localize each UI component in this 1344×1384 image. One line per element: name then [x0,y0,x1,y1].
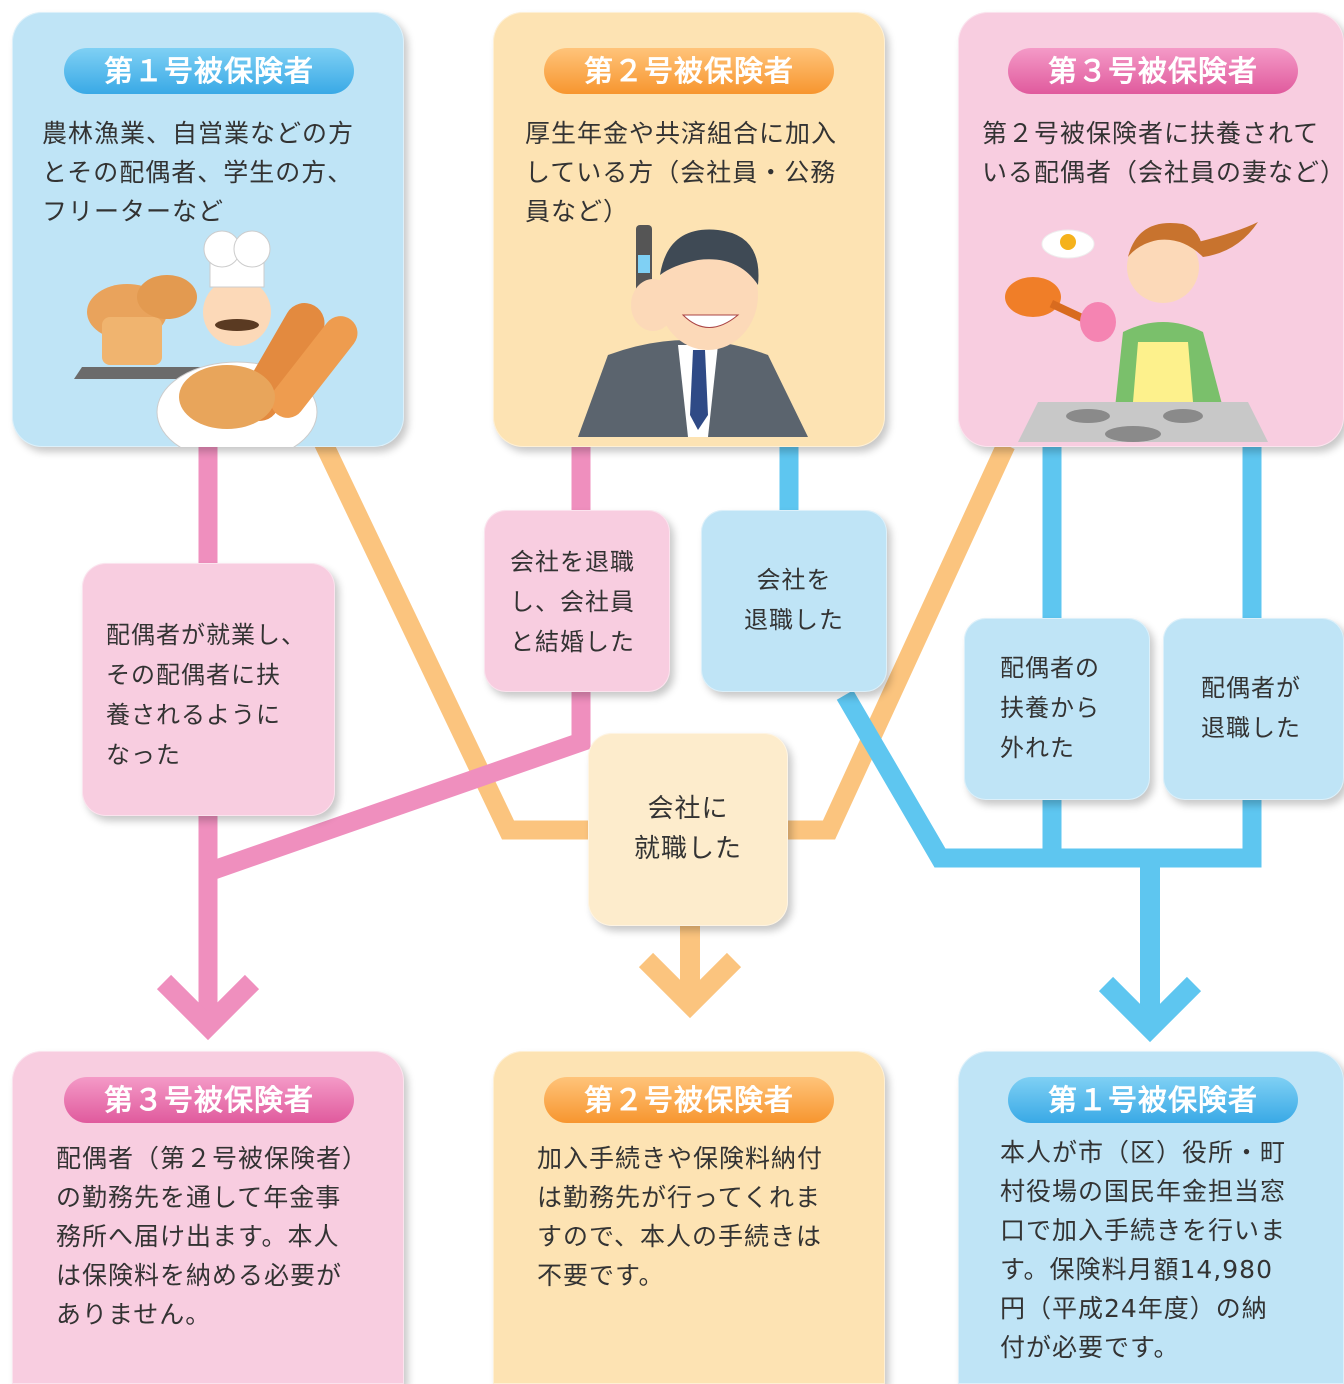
blue-arrowhead [1098,976,1202,1043]
top-card-second-insured: 第２号被保険者 厚生年金や共済組合に加入 している方（会社員・公務 員など） [493,12,885,447]
top-third-desc: 第２号被保険者に扶養されて いる配偶者（会社員の妻など） [982,119,1344,187]
top-second-desc: 厚生年金や共済組合に加入 している方（会社員・公務 員など） [525,119,838,226]
bottom-card-third-insured: 第３号被保険者 配偶者（第２号被保険者） の勤務先を通して年金事 務所へ届け出ま… [12,1051,404,1384]
top-card-third-insured: 第３号被保険者 第２号被保険者に扶養されて いる配偶者（会社員の妻など） [958,12,1344,447]
orange-arrowhead [638,952,742,1019]
blue-line-merge [1042,798,1262,868]
top-card-first-insured: 第１号被保険者 農林漁業、自営業などの方 とその配偶者、学生の方、 フリーターな… [12,12,404,447]
orange-line-3-to-2 [786,441,1015,840]
top-second-title: 第２号被保険者 [544,48,834,94]
bottom-third-desc: 配偶者（第２号被保険者） の勤務先を通して年金事 務所へ届け出ます。本人 は保険… [56,1144,369,1329]
transition-got-job: 会社に 就職した [588,733,788,926]
bottom-card-first-insured: 第１号被保険者 本人が市（区）役所・町 村役場の国民年金担当窓 口で加入手続きを… [958,1051,1344,1384]
transition-left-dependency: 配偶者の 扶養から 外れた [964,618,1150,800]
bottom-card-second-insured: 第２号被保険者 加入手続きや保険料納付 は勤務先が行ってくれま すので、本人の手… [493,1051,885,1384]
top-first-desc: 農林漁業、自営業などの方 とその配偶者、学生の方、 フリーターなど [42,119,355,226]
bottom-second-title: 第２号被保険者 [544,1077,834,1123]
orange-line-1-to-2 [313,435,600,840]
transition-retired-and-married: 会社を退職 し、会社員 と結婚した [484,510,670,692]
businessman-phone-illustration [578,225,808,437]
pink-line-2-b [204,690,591,881]
bottom-third-title: 第３号被保険者 [64,1077,354,1123]
top-third-title: 第３号被保険者 [1008,48,1298,94]
bottom-second-desc: 加入手続きや保険料納付 は勤務先が行ってくれま すので、本人の手続きは 不要です… [537,1144,824,1290]
transition-spouse-employed: 配偶者が就業し、 その配偶者に扶 養されるように なった [82,563,335,816]
bottom-first-desc: 本人が市（区）役所・町 村役場の国民年金担当窓 口で加入手続きを行いま す。保険… [1000,1138,1287,1362]
pink-arrowhead [156,974,260,1041]
baker-illustration [74,230,358,447]
housewife-cooking-illustration [1005,222,1268,442]
bottom-first-title: 第１号被保険者 [1008,1077,1298,1123]
transition-retired: 会社を 退職した [701,510,887,692]
transition-spouse-retired: 配偶者が 退職した [1163,618,1344,800]
top-first-title: 第１号被保険者 [64,48,354,94]
